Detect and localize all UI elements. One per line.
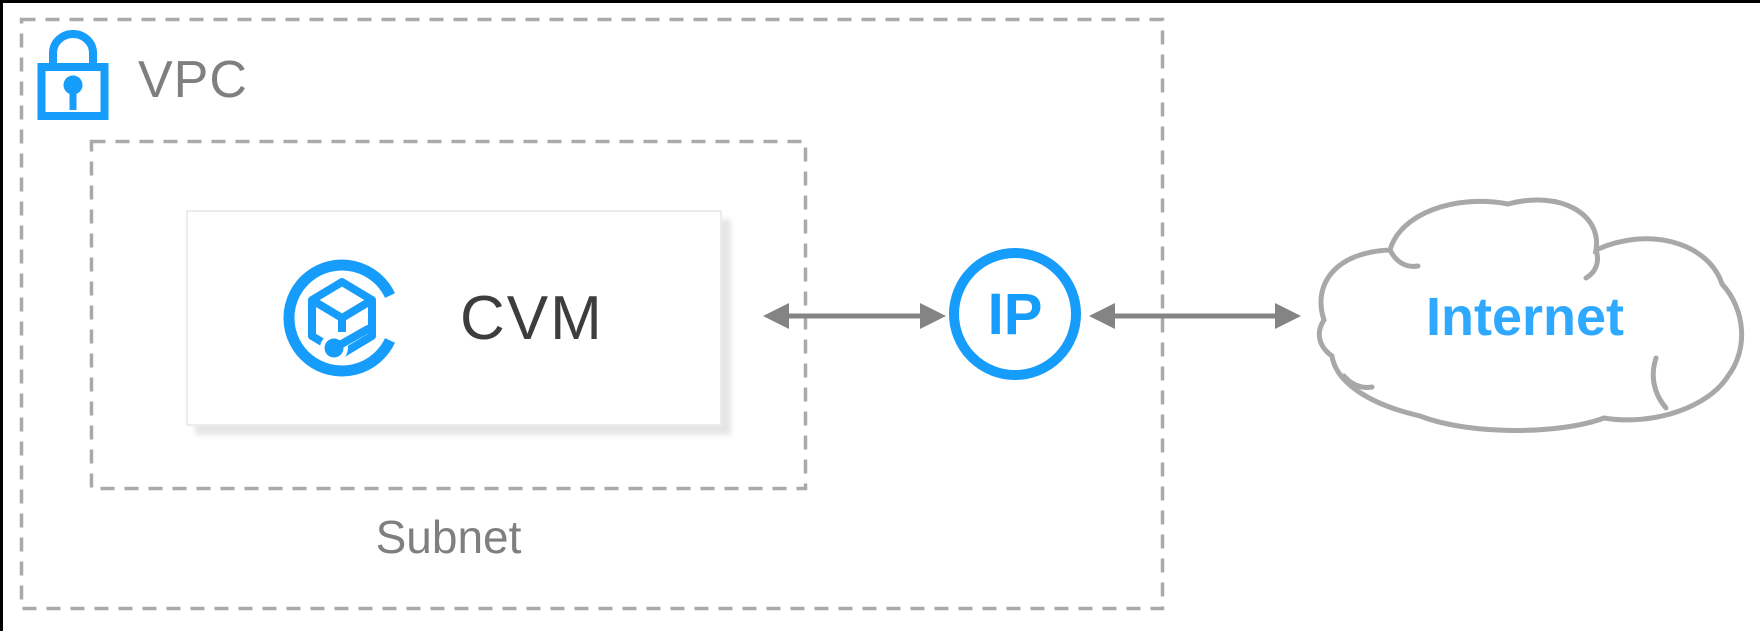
internet-label: Internet (1425, 287, 1625, 347)
lock-icon (37, 30, 109, 120)
vpc-label: VPC (138, 51, 248, 109)
arrowhead-right (920, 303, 946, 329)
arrow-cvm-ip-heads (763, 303, 946, 329)
subnet-boundary (89, 139, 808, 491)
cvm-label: CVM (460, 283, 604, 353)
lock-keyhole (63, 75, 83, 95)
cvm-dot (324, 338, 344, 358)
cloud-outline (1316, 197, 1745, 433)
internet-cloud (1316, 197, 1745, 433)
cvm-icon (283, 259, 395, 377)
cloud-detail-arc (1341, 373, 1375, 390)
cloud-detail-arc (1387, 247, 1421, 269)
ip-badge-icon: IP (949, 248, 1081, 380)
arrowhead-left (763, 303, 789, 329)
arrowhead-left (1089, 303, 1115, 329)
cvm-card: CVM (186, 210, 722, 426)
frame-edge-top (0, 0, 1760, 3)
lock-shackle (49, 30, 97, 70)
cvm-connector-line (334, 325, 372, 350)
arrowhead-right (1275, 303, 1301, 329)
cvm-cube-topface (309, 296, 375, 322)
cloud-detail-arc (1583, 247, 1601, 281)
subnet-label: Subnet (375, 511, 522, 563)
cvm-ring (283, 259, 395, 377)
frame-edge-left (0, 0, 3, 631)
arrow-ip-internet-heads (1089, 303, 1301, 329)
lock-keyhole-stem (69, 89, 77, 110)
cloud-detail-arc (1650, 355, 1669, 411)
